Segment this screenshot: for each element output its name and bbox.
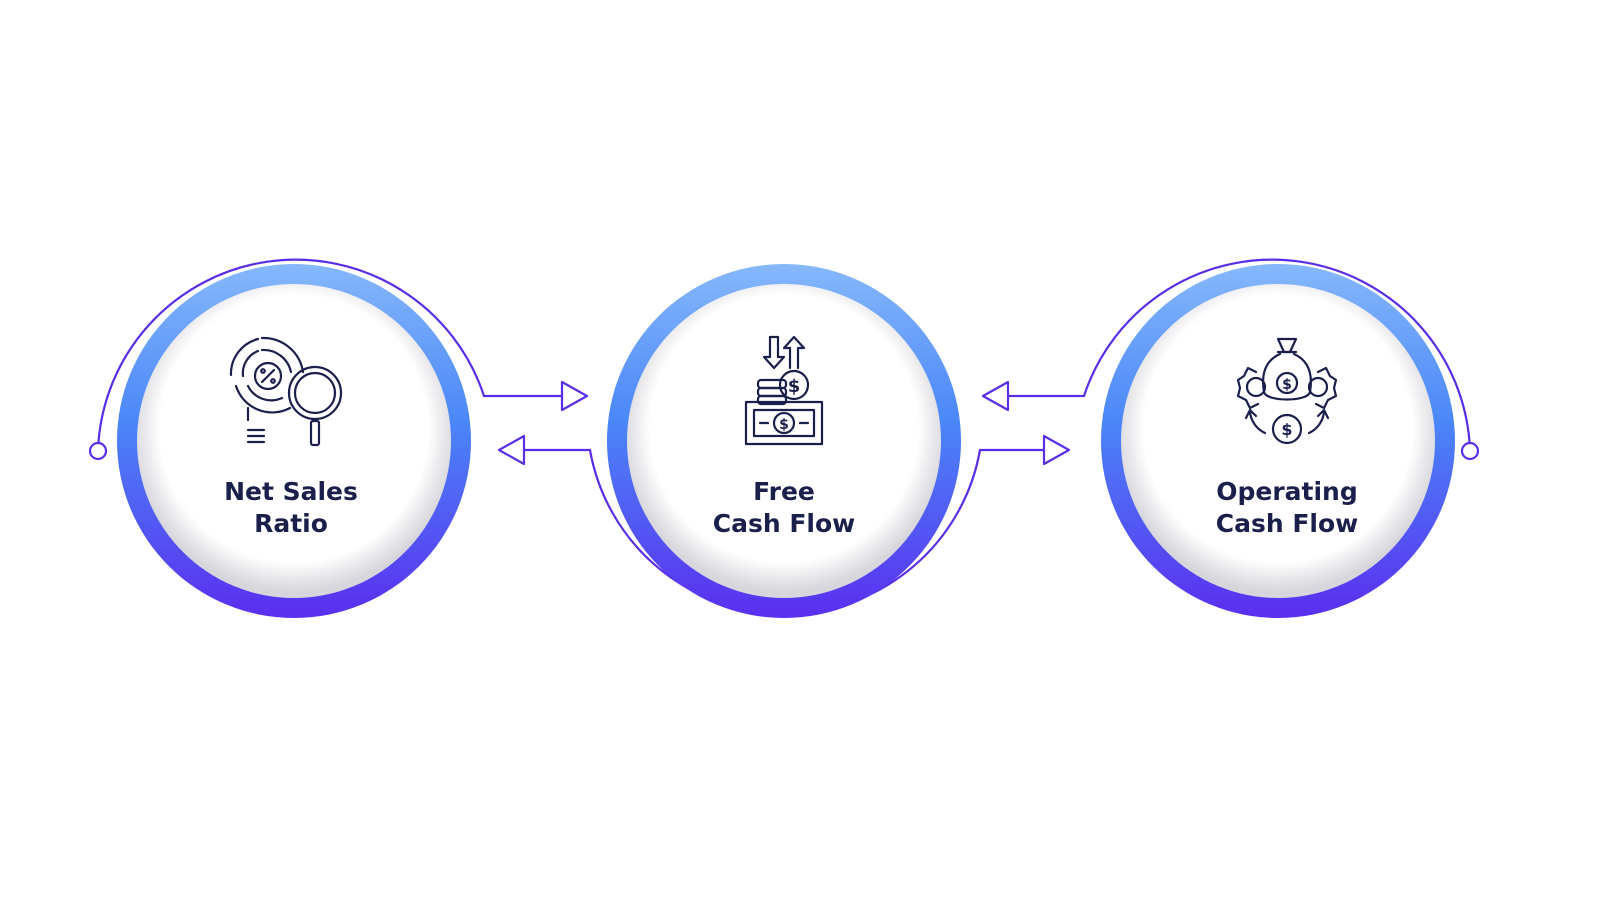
outer-arc-left xyxy=(96,258,562,451)
arrow-left-2 xyxy=(981,380,1010,412)
svg-text:$: $ xyxy=(1282,377,1292,393)
node-net-sales-ratio xyxy=(117,264,471,618)
node-label-free-cash-flow: Free Cash Flow xyxy=(712,477,856,538)
svg-text:$: $ xyxy=(779,417,789,433)
node-label-net-sales-ratio: Net Sales Ratio xyxy=(224,477,358,538)
percent-chart-magnifier-icon xyxy=(229,336,343,447)
money-bag-gears-icon: $ $ xyxy=(1236,337,1338,445)
endpoint-left xyxy=(88,441,108,461)
arrow-left-1 xyxy=(497,434,526,466)
arrow-right-1 xyxy=(560,380,589,412)
arrow-right-2 xyxy=(1042,434,1071,466)
cash-arrows-coins-icon: $ $ xyxy=(744,335,824,446)
svg-text:$: $ xyxy=(1281,420,1292,439)
node-free-cash-flow xyxy=(607,264,961,618)
endpoint-right xyxy=(1460,441,1480,461)
node-label-operating-cash-flow: Operating Cash Flow xyxy=(1215,477,1359,538)
svg-text:$: $ xyxy=(788,376,801,397)
outer-arc-right xyxy=(1008,258,1472,451)
